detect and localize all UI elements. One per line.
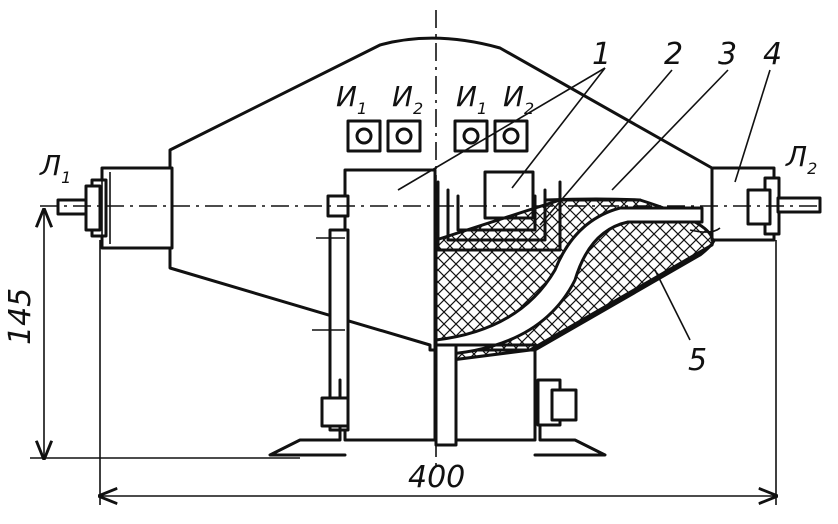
svg-text:И1: И1 [456, 80, 487, 118]
right-coil-stack [434, 343, 607, 457]
dimension-lines [30, 210, 776, 505]
primary-terminal-right [689, 166, 822, 242]
callout-5: 5 [688, 343, 707, 378]
svg-text:И2: И2 [503, 80, 534, 118]
primary-terminal-left-label: Л1 [39, 149, 71, 187]
callout-3: 3 [718, 37, 737, 72]
upper-secondary-coil [436, 170, 562, 252]
svg-text:И1: И1 [336, 80, 367, 118]
callout-1: 1 [592, 37, 611, 72]
svg-text:И2: И2 [392, 80, 423, 118]
primary-terminal-right-label: Л2 [785, 140, 817, 178]
callout-leaders [397, 67, 771, 341]
callout-4: 4 [763, 37, 782, 72]
primary-terminal-left [56, 166, 174, 250]
primary-busbar [434, 206, 704, 357]
dimension-width-label: 400 [408, 460, 465, 495]
secondary-terminal-boxes [346, 119, 529, 153]
secondary-terminal-labels: И1 И2 И1 И2 [336, 80, 534, 118]
callout-2: 2 [664, 37, 683, 72]
dimension-height-label: 145 [3, 288, 38, 345]
left-coil-stack [268, 168, 437, 457]
